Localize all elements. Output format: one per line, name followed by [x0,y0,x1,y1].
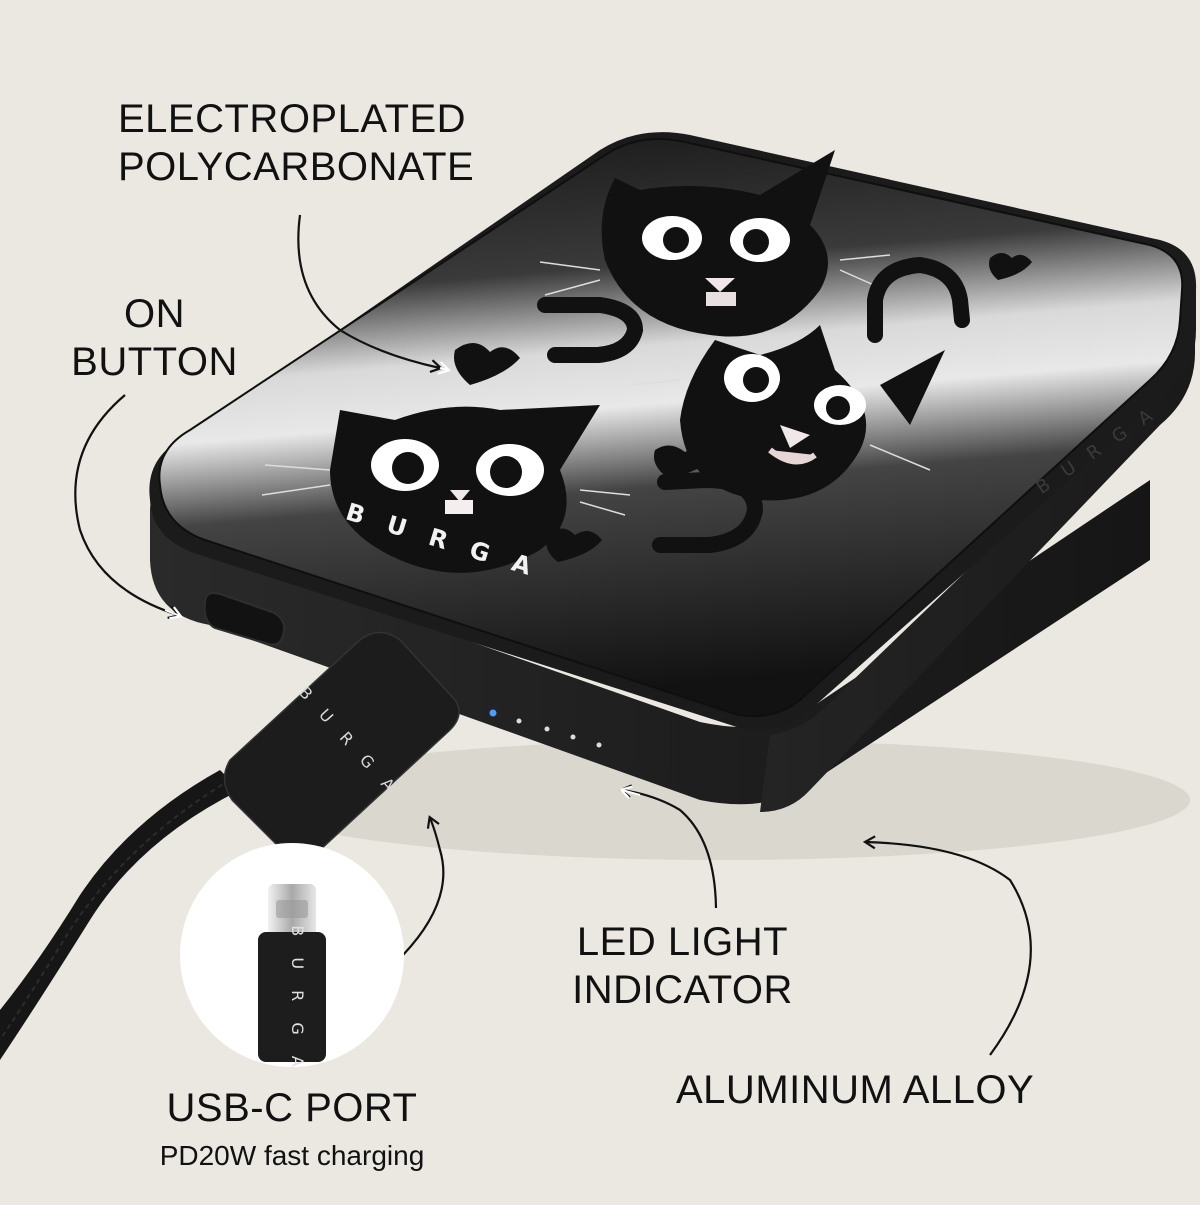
zoom-connector-brand-logo: B U R G A [288,925,307,1075]
button-label: ON BUTTON [62,290,247,386]
material-label: ELECTROPLATED POLYCARBONATE [118,95,474,191]
led-label-line1: LED LIGHT [576,920,789,964]
alloy-arrow [862,835,1032,1056]
material-arrow [297,214,444,373]
led-label: LED LIGHT INDICATOR [555,918,810,1014]
usb-c-connector [223,631,460,859]
port-arrow [402,815,445,956]
device-front-face [150,480,1150,805]
cat-face-right [629,325,945,501]
button-label-line1: ON [124,292,185,336]
led-indicator [489,709,602,748]
charging-cable [0,770,240,1060]
port-subtitle: PD20W fast charging [159,1140,425,1171]
button-label-line2: BUTTON [71,340,238,384]
device-top-face [158,137,1184,718]
heart-shapes [454,253,1032,562]
cat-face-bottom [261,405,631,573]
device-side-face [760,280,1196,812]
usb-c-zoom-circle: B U R G A [180,843,404,1075]
cat-face-top [539,150,891,337]
material-label-line2: POLYCARBONATE [118,145,475,189]
port-label: USB-C PORT [166,1086,418,1130]
cat-artwork [261,150,1032,573]
on-button[interactable] [203,592,286,646]
led-arrow [618,784,718,909]
material-label-line1: ELECTROPLATED [118,97,467,141]
led-label-line2: INDICATOR [572,968,793,1012]
alloy-label: ALUMINUM ALLOY [676,1068,1035,1112]
horseshoe-shapes [537,256,970,553]
zoom-connector-housing [258,932,326,1062]
button-arrow [74,394,181,620]
